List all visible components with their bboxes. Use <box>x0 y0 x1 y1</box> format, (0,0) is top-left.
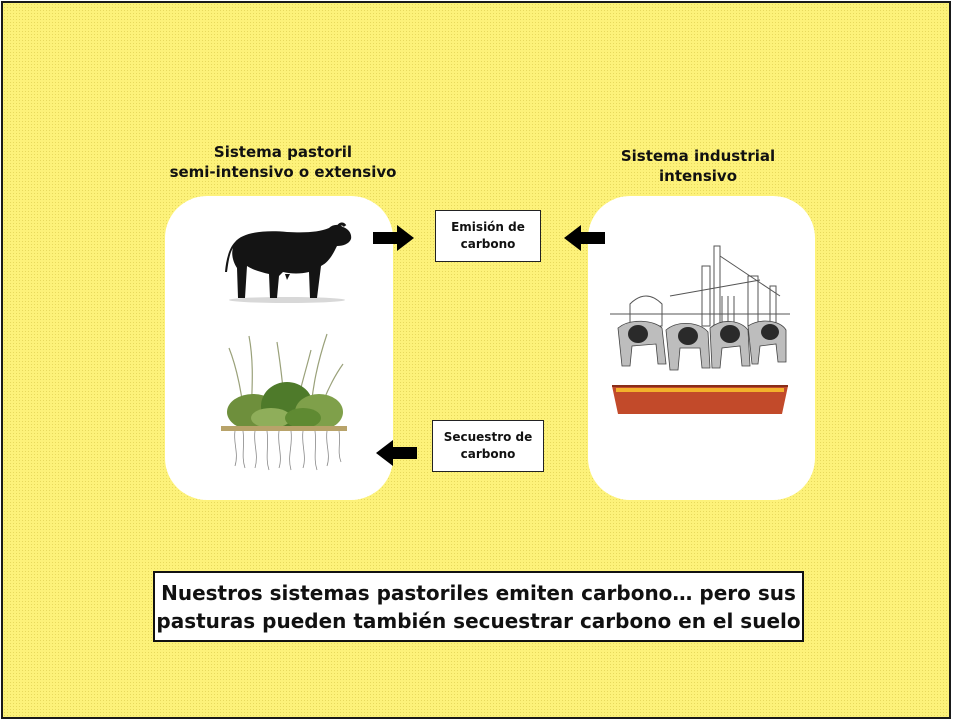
left-arrow-from-industrial-icon <box>564 225 605 251</box>
conclusion-line2: pasturas pueden también secuestrar carbo… <box>156 608 801 633</box>
industrial-system-panel <box>588 196 815 500</box>
feedlot-cattle-icon <box>610 245 790 414</box>
emission-line1: Emisión de <box>451 220 525 234</box>
conclusion-line1: Nuestros sistemas pastoriles emiten carb… <box>161 580 796 605</box>
emission-line2: carbono <box>460 237 516 251</box>
pastoral-system-panel <box>165 196 393 500</box>
sequestration-line2: carbono <box>460 447 516 461</box>
right-heading-line1: Sistema industrial <box>620 147 776 165</box>
left-arrow-to-pasture-icon <box>376 440 417 466</box>
left-heading-line1: Sistema pastoril <box>213 143 353 161</box>
carbon-emission-box: Emisión de carbono <box>435 210 541 262</box>
pasture-grass-roots-icon <box>221 333 347 471</box>
conclusion-box: Nuestros sistemas pastoriles emiten carb… <box>153 571 804 642</box>
carbon-sequestration-box: Secuestro de carbono <box>432 420 544 472</box>
right-system-heading: Sistema industrial intensivo <box>593 146 803 186</box>
right-heading-line2: intensivo <box>659 167 737 185</box>
black-bull-icon <box>225 222 352 303</box>
right-arrow-icon <box>373 225 414 251</box>
left-system-heading: Sistema pastoril semi-intensivo o extens… <box>163 142 403 182</box>
sequestration-line1: Secuestro de <box>443 430 533 444</box>
left-heading-line2: semi-intensivo o extensivo <box>169 163 397 181</box>
